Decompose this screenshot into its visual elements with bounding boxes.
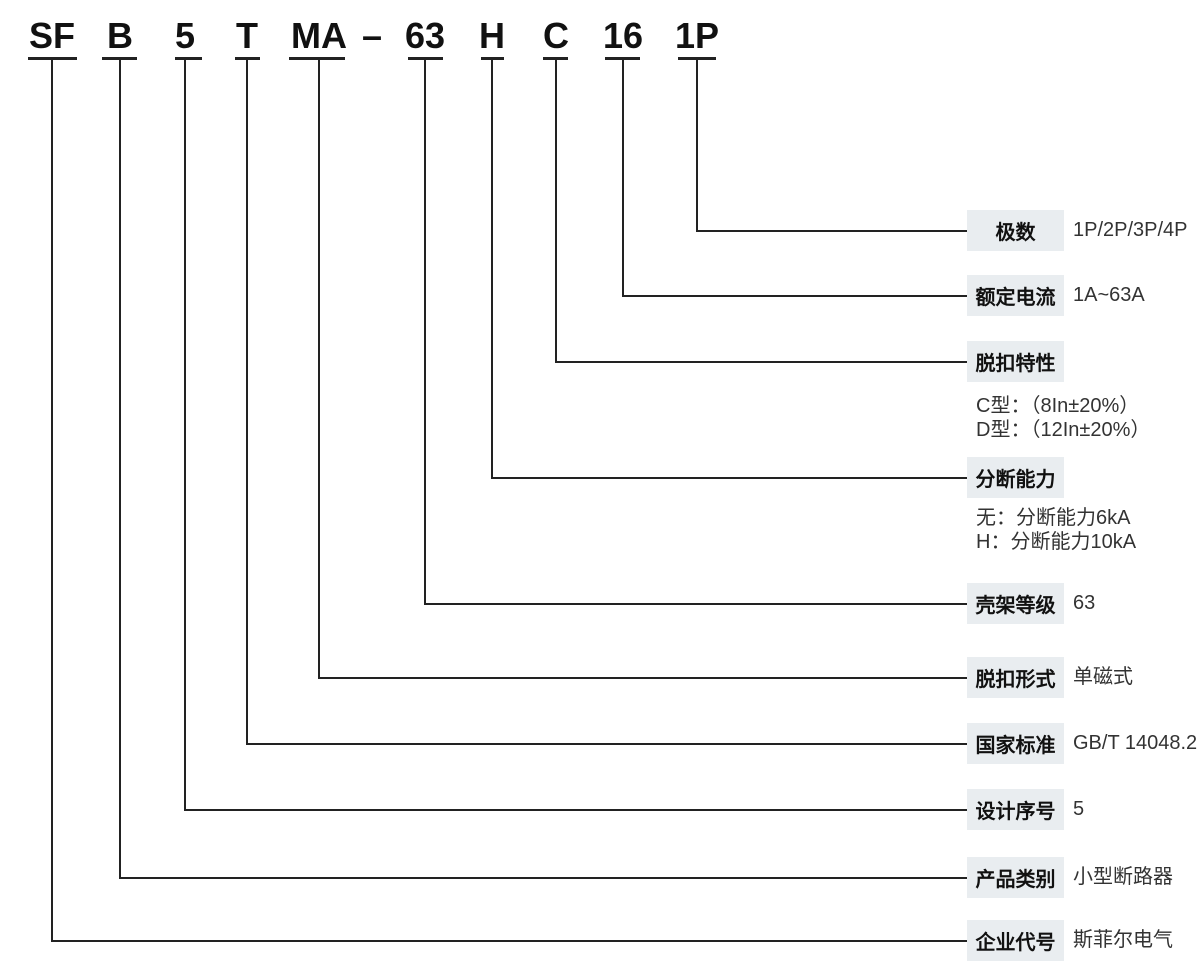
label-value-frame-size: 63	[1073, 592, 1096, 614]
label-value-national-standard: GB/T 14048.2	[1073, 732, 1198, 754]
connector-vertical-poles	[696, 59, 698, 232]
connector-horizontal-poles	[696, 230, 967, 232]
label-value-poles: 1P/2P/3P/4P	[1073, 219, 1188, 241]
label-box-national-standard: 国家标准	[967, 723, 1064, 764]
code-segment-design-number: 5	[174, 15, 196, 56]
connector-vertical-trip-characteristic	[555, 59, 557, 363]
connector-horizontal-frame-size	[424, 603, 967, 605]
connector-vertical-trip-type	[318, 59, 320, 679]
code-underline-design-number	[175, 57, 202, 60]
label-value-enterprise-code: 斯菲尔电气	[1073, 929, 1173, 951]
connector-horizontal-trip-characteristic	[555, 361, 967, 363]
code-segment-poles: 1P	[674, 15, 720, 56]
code-segment-rated-current: 16	[602, 15, 644, 56]
code-segment-trip-characteristic: C	[543, 15, 569, 56]
code-segment-enterprise-code: SF	[28, 15, 76, 56]
code-segment-national-standard: T	[236, 15, 258, 56]
code-underline-enterprise-code	[28, 57, 77, 60]
code-underline-national-standard	[235, 57, 260, 60]
label-box-product-category: 产品类别	[967, 857, 1064, 898]
code-underline-trip-characteristic	[543, 57, 568, 60]
label-box-poles: 极数	[967, 210, 1064, 251]
code-underline-product-category	[102, 57, 137, 60]
connector-vertical-rated-current	[622, 59, 624, 297]
label-box-breaking-capacity: 分断能力	[967, 457, 1064, 498]
label-value-rated-current: 1A~63A	[1073, 284, 1145, 306]
label-value-product-category: 小型断路器	[1073, 866, 1173, 888]
code-underline-poles	[678, 57, 716, 60]
connector-horizontal-product-category	[119, 877, 967, 879]
label-box-rated-current: 额定电流	[967, 275, 1064, 316]
connector-vertical-enterprise-code	[51, 59, 53, 942]
connector-horizontal-enterprise-code	[51, 940, 967, 942]
connector-vertical-design-number	[184, 59, 186, 811]
code-underline-trip-type	[289, 57, 345, 60]
code-segment-frame-size: 63	[404, 15, 446, 56]
code-underline-breaking-capacity	[481, 57, 504, 60]
connector-horizontal-breaking-capacity	[491, 477, 967, 479]
label-box-trip-type: 脱扣形式	[967, 657, 1064, 698]
code-separator-dash: –	[361, 15, 383, 56]
sub-line-trip-characteristic-1: D型：（12In±20%）	[976, 419, 1151, 441]
label-box-trip-characteristic: 脱扣特性	[967, 341, 1064, 382]
code-underline-rated-current	[605, 57, 640, 60]
connector-vertical-product-category	[119, 59, 121, 879]
sub-line-breaking-capacity-0: 无：分断能力6kA	[976, 507, 1131, 529]
label-box-enterprise-code: 企业代号	[967, 920, 1064, 961]
connector-horizontal-rated-current	[622, 295, 967, 297]
label-value-design-number: 5	[1073, 798, 1085, 820]
connector-vertical-frame-size	[424, 59, 426, 605]
code-segment-trip-type: MA	[291, 15, 347, 56]
connector-horizontal-trip-type	[318, 677, 967, 679]
connector-horizontal-national-standard	[246, 743, 967, 745]
label-box-design-number: 设计序号	[967, 789, 1064, 830]
code-segment-breaking-capacity: H	[479, 15, 505, 56]
label-box-frame-size: 壳架等级	[967, 583, 1064, 624]
sub-line-trip-characteristic-0: C型：（8In±20%）	[976, 395, 1140, 417]
code-underline-frame-size	[408, 57, 443, 60]
connector-vertical-national-standard	[246, 59, 248, 745]
connector-horizontal-design-number	[184, 809, 967, 811]
label-value-trip-type: 单磁式	[1073, 666, 1133, 688]
connector-vertical-breaking-capacity	[491, 59, 493, 479]
sub-line-breaking-capacity-1: H：分断能力10kA	[976, 531, 1137, 553]
code-segment-product-category: B	[107, 15, 133, 56]
